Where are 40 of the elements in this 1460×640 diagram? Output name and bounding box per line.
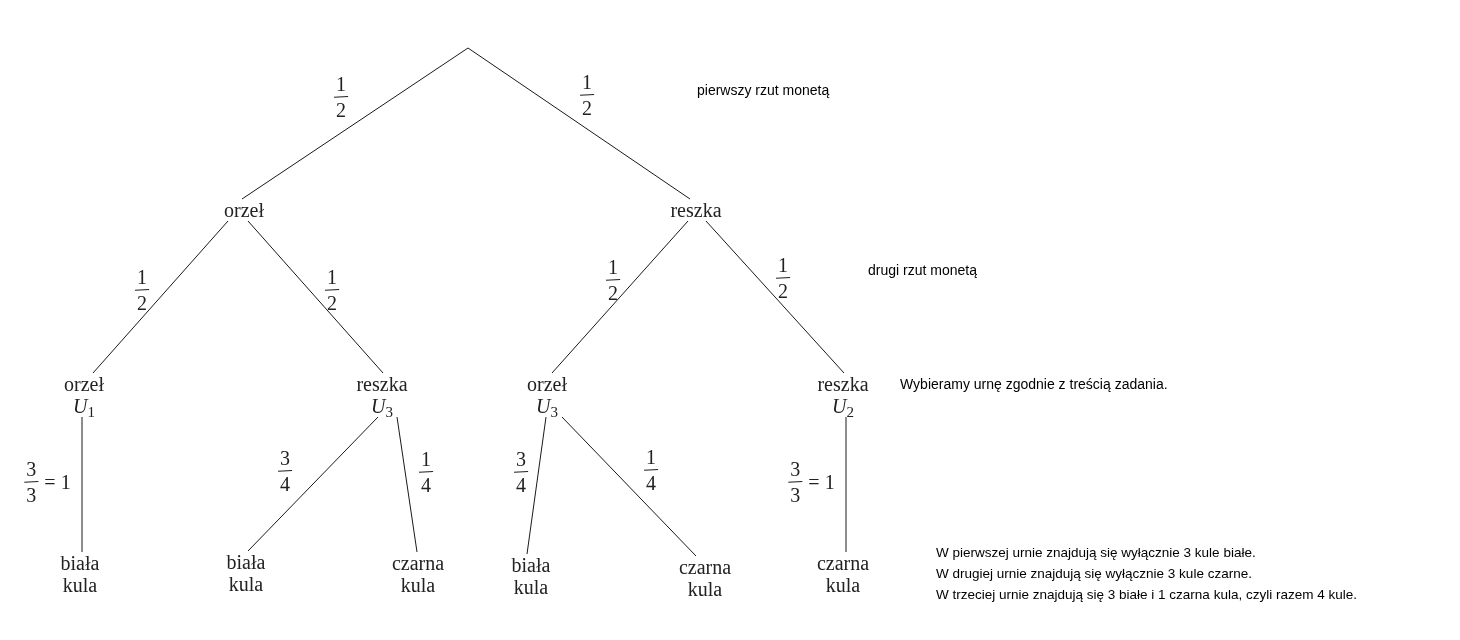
tree-branch bbox=[241, 47, 469, 200]
tree-node-label: orzeł bbox=[224, 199, 264, 221]
probability-label: 1/4 bbox=[418, 448, 434, 496]
probability-label: 1/2 bbox=[775, 254, 791, 302]
stage-label: drugi rzut monetą bbox=[868, 260, 977, 280]
tree-branch bbox=[561, 416, 697, 557]
tree-node-label: reszka U$_{3}$ bbox=[356, 373, 408, 417]
tree-node-label: orzeł U$_{3}$ bbox=[527, 373, 567, 417]
tree-branch bbox=[396, 416, 418, 553]
tree-node-label: orzeł U$_{1}$ bbox=[64, 373, 104, 417]
probability-label: 3/4 bbox=[277, 447, 293, 495]
tree-branch bbox=[467, 47, 691, 200]
outcome-label: biała kula bbox=[511, 554, 551, 598]
tree-branch bbox=[526, 416, 547, 555]
probability-label: 1/4 bbox=[643, 446, 659, 494]
tree-branch bbox=[92, 220, 229, 374]
tree-branch bbox=[845, 416, 847, 553]
outcome-label: czarna kula bbox=[391, 552, 445, 596]
stage-label: pierwszy rzut monetą bbox=[697, 80, 830, 100]
tree-branch bbox=[247, 416, 379, 552]
probability-label: 1/2 bbox=[333, 73, 349, 121]
probability-label: 1/2 bbox=[324, 266, 340, 314]
outcome-label: biała kula bbox=[226, 551, 266, 595]
probability-label: 1/2 bbox=[579, 71, 595, 119]
note-text: W trzeciej urnie znajdują się 3 białe i 1 czarna kula, czyli razem 4 kule. bbox=[936, 585, 1357, 604]
tree-branch bbox=[81, 416, 83, 553]
stage-label: Wybieramy urnę zgodnie z treścią zadania. bbox=[900, 374, 1168, 394]
note-text: W drugiej urnie znajdują się wyłącznie 3 kule czarne. bbox=[936, 564, 1252, 583]
probability-label: 1/2 bbox=[134, 266, 150, 314]
outcome-label: czarna kula bbox=[816, 552, 870, 596]
tree-branch bbox=[551, 220, 689, 374]
probability-label: 3/4 bbox=[513, 448, 529, 496]
note-text: W pierwszej urnie znajdują się wyłącznie 3 kule białe. bbox=[936, 543, 1256, 562]
tree-branch bbox=[705, 220, 845, 374]
tree-node-label: reszka U$_{2}$ bbox=[817, 373, 869, 417]
outcome-label: biała kula bbox=[60, 552, 100, 596]
tree-node-label: reszka bbox=[670, 199, 722, 221]
outcome-label: czarna kula bbox=[678, 556, 732, 600]
tree-branch bbox=[247, 220, 384, 374]
probability-label: 1/2 bbox=[605, 256, 621, 304]
